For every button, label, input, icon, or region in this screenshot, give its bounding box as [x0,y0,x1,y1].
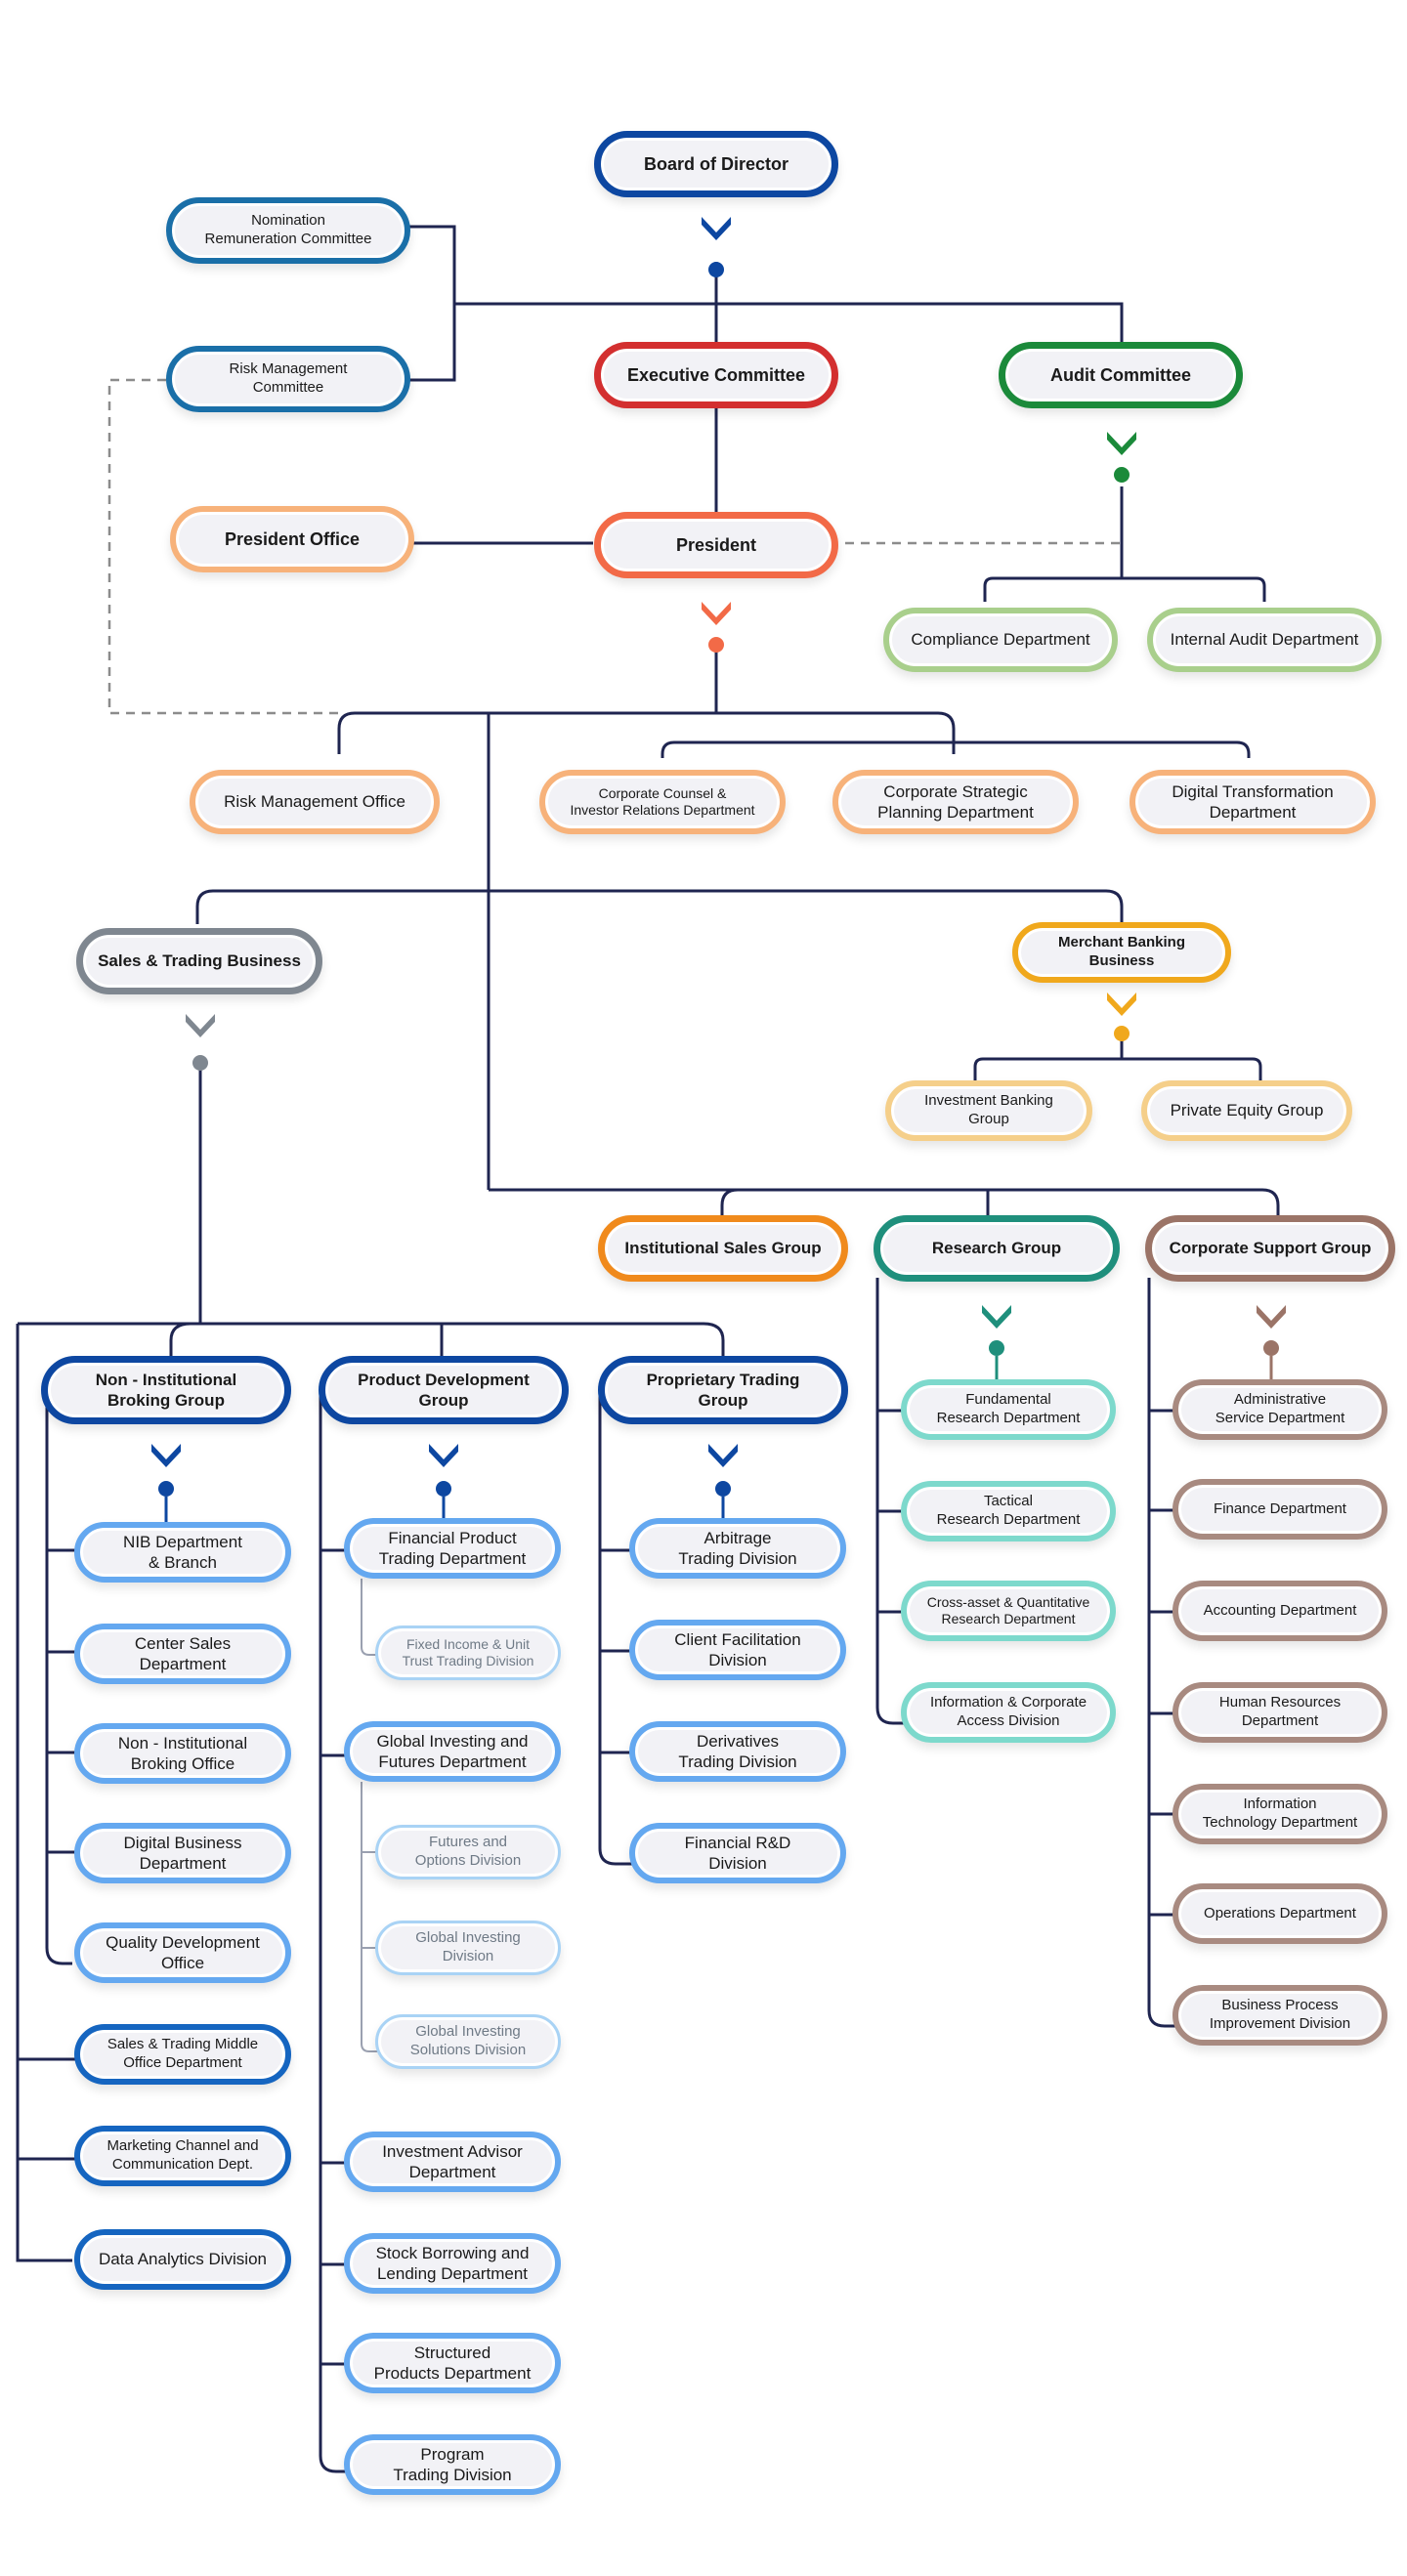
chevron-markers [151,217,1286,1497]
node-futures-options-division[interactable]: Futures and Options Division [375,1825,561,1879]
nomination-bracket-line [408,225,456,382]
node-tactical-research[interactable]: Tactical Research Department [901,1481,1116,1541]
node-corporate-counsel[interactable]: Corporate Counsel & Investor Relations D… [539,770,786,834]
node-marketing-channel[interactable]: Marketing Channel and Communication Dept… [74,2126,291,2186]
support-rail-line [1147,1278,1176,2028]
sales-group-bus-line [18,1322,725,1358]
node-administrative-service[interactable]: Administrative Service Department [1172,1379,1387,1440]
node-sales-trading-business[interactable]: Sales & Trading Business [76,928,322,994]
node-center-sales[interactable]: Center Sales Department [74,1624,291,1684]
committee-bus-line [454,302,1124,344]
global-sub-rail-line [361,1782,379,2052]
risk-dashed-line [107,378,339,715]
research-chevron-icon [982,1305,1011,1356]
node-board-of-director[interactable]: Board of Director [594,131,838,197]
nib-rail-line [45,1385,72,1965]
node-derivatives-trading[interactable]: Derivatives Trading Division [629,1721,846,1782]
node-risk-management-office[interactable]: Risk Management Office [190,770,440,834]
node-risk-management-committee[interactable]: Risk Management Committee [166,346,410,412]
node-information-corporate-access[interactable]: Information & Corporate Access Division [901,1682,1116,1743]
stub-lines [18,1409,1176,2366]
pt-chevron-icon [708,1444,738,1497]
node-private-equity-group[interactable]: Private Equity Group [1141,1080,1352,1141]
node-non-institutional-broking-group[interactable]: Non - Institutional Broking Group [41,1356,291,1424]
office-sub-bus-line [661,740,1251,758]
node-digital-transformation[interactable]: Digital Transformation Department [1130,770,1376,834]
sales-chevron-icon [186,1014,215,1071]
node-fixed-income-division[interactable]: Fixed Income & Unit Trust Trading Divisi… [375,1626,561,1680]
board-chevron-icon [702,217,731,277]
node-business-process[interactable]: Business Process Improvement Division [1172,1985,1387,2046]
node-operations-department[interactable]: Operations Department [1172,1883,1387,1944]
audit-to-compliance-line [983,486,1266,602]
node-financial-rd[interactable]: Financial R&D Division [629,1823,846,1883]
merchant-children-line [973,1034,1262,1082]
node-stock-borrowing[interactable]: Stock Borrowing and Lending Department [344,2233,561,2294]
pt-rail-line [598,1385,633,1866]
president-chevron-icon [702,602,731,653]
business-bus-line [195,889,1124,924]
node-investment-advisor[interactable]: Investment Advisor Department [344,2132,561,2192]
dashed-lines [107,378,1122,715]
pd-chevron-icon [429,1444,458,1497]
node-global-investing-solutions[interactable]: Global Investing Solutions Division [375,2014,561,2069]
node-merchant-banking-business[interactable]: Merchant Banking Business [1012,922,1231,983]
group-bus-line [489,1188,1280,1218]
node-internal-audit-department[interactable]: Internal Audit Department [1147,608,1382,672]
merchant-chevron-icon [1107,992,1136,1041]
node-research-group[interactable]: Research Group [874,1215,1120,1282]
node-cross-asset-research[interactable]: Cross-asset & Quantitative Research Depa… [901,1581,1116,1641]
node-fundamental-research[interactable]: Fundamental Research Department [901,1379,1116,1440]
node-quality-development[interactable]: Quality Development Office [74,1922,291,1983]
node-nomination-committee[interactable]: Nomination Remuneration Committee [166,197,410,264]
node-nib-department[interactable]: NIB Department & Branch [74,1522,291,1583]
node-digital-business[interactable]: Digital Business Department [74,1823,291,1883]
office-bus-line [337,711,956,754]
node-audit-committee[interactable]: Audit Committee [999,342,1243,408]
support-chevron-icon [1257,1305,1286,1356]
node-corporate-strategic[interactable]: Corporate Strategic Planning Department [832,770,1079,834]
node-nib-office[interactable]: Non - Institutional Broking Office [74,1723,291,1784]
node-proprietary-trading-group[interactable]: Proprietary Trading Group [598,1356,848,1424]
node-accounting-department[interactable]: Accounting Department [1172,1581,1387,1641]
node-information-technology[interactable]: Information Technology Department [1172,1784,1387,1844]
node-global-investing-division[interactable]: Global Investing Division [375,1921,561,1975]
node-arbitrage-trading[interactable]: Arbitrage Trading Division [629,1518,846,1579]
node-sales-trading-middle[interactable]: Sales & Trading Middle Office Department [74,2024,291,2085]
research-rail-line [875,1278,905,1725]
node-product-development-group[interactable]: Product Development Group [319,1356,569,1424]
node-data-analytics[interactable]: Data Analytics Division [74,2229,291,2290]
node-global-investing-futures[interactable]: Global Investing and Futures Department [344,1721,561,1782]
fixed-income-rail-line [361,1579,379,1656]
node-institutional-sales-group[interactable]: Institutional Sales Group [598,1215,848,1282]
node-investment-banking-group[interactable]: Investment Banking Group [885,1080,1092,1141]
node-compliance-department[interactable]: Compliance Department [883,608,1118,672]
audit-chevron-icon [1107,432,1136,483]
nib-left-rail-line [16,1324,72,2262]
node-program-trading[interactable]: Program Trading Division [344,2434,561,2495]
node-president-office[interactable]: President Office [170,506,414,572]
node-finance-department[interactable]: Finance Department [1172,1479,1387,1540]
connectors-top [16,225,1280,2473]
node-structured-products[interactable]: Structured Products Department [344,2333,561,2393]
node-corporate-support-group[interactable]: Corporate Support Group [1145,1215,1395,1282]
pd-rail-line [319,1385,346,2473]
node-client-facilitation[interactable]: Client Facilitation Division [629,1620,846,1680]
node-financial-product-trading[interactable]: Financial Product Trading Department [344,1518,561,1579]
nib-chevron-icon [151,1444,181,1497]
node-president[interactable]: President [594,512,838,578]
node-human-resources[interactable]: Human Resources Department [1172,1682,1387,1743]
node-executive-committee[interactable]: Executive Committee [594,342,838,408]
